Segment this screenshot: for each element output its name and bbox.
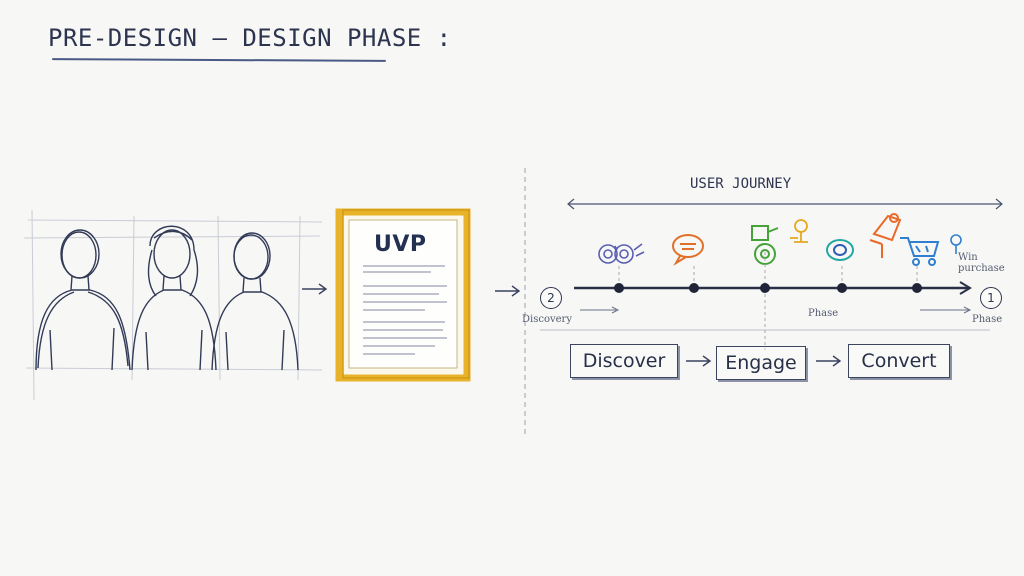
uvp-heading: UVP: [374, 232, 427, 257]
start-marker: 2: [540, 287, 562, 309]
timeline-node-4: [837, 283, 847, 293]
stage-discover: Discover: [570, 344, 678, 378]
cart-icon: [900, 237, 940, 266]
timeline-node-3: [760, 283, 770, 293]
journey-timeline: [574, 281, 972, 295]
end-marker-label: Phase: [972, 314, 1003, 325]
lightbulb-icon: [790, 219, 808, 243]
uvp-document: [335, 208, 471, 382]
stage-arrow-1: [686, 355, 712, 367]
flow-arrow-2: [495, 285, 521, 297]
page-title: PRE-DESIGN – DESIGN PHASE :: [48, 24, 452, 52]
journey-label: USER JOURNEY: [690, 176, 792, 192]
journey-bracket: [567, 198, 1003, 210]
binoculars-icon: [598, 243, 645, 264]
flow-arrow-1: [302, 283, 328, 295]
tag-icon: [869, 213, 902, 258]
touchpoint-connectors: [618, 250, 918, 350]
timeline-node-5: [912, 283, 922, 293]
persona-1: [35, 229, 131, 371]
persona-2: [131, 225, 217, 371]
user-pin-icon: [950, 234, 962, 254]
end-marker: 1: [980, 287, 1002, 309]
timeline-node-2: [689, 283, 699, 293]
lower-guides: [540, 306, 990, 331]
mid-label: Phase: [808, 308, 839, 319]
stage-engage: Engage: [716, 346, 806, 380]
start-marker-label: Discovery: [522, 314, 572, 325]
stage-arrow-2: [816, 355, 842, 367]
right-label: Win purchase: [958, 252, 1005, 274]
stage-convert: Convert: [848, 344, 950, 378]
persona-3: [211, 232, 299, 371]
section-divider: [524, 168, 526, 438]
compass-icon: [826, 239, 854, 261]
title-underline: [51, 58, 387, 62]
chat-bubble-icon: [672, 234, 704, 266]
timeline-node-1: [614, 283, 624, 293]
personas-sketch: [23, 210, 322, 400]
